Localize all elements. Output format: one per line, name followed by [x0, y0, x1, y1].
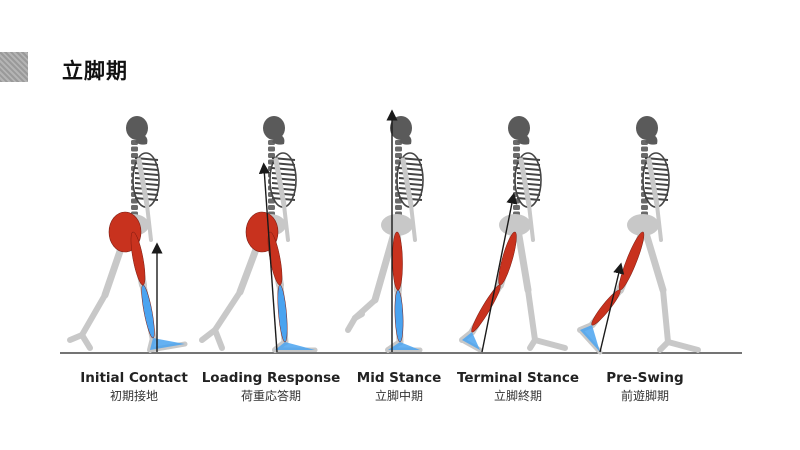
phase-name-jp: 立脚中期: [374, 389, 424, 403]
phase-label-initial-contact: Initial Contact 初期接地: [80, 370, 188, 404]
figure-pre-swing: [577, 116, 701, 355]
figure-loading-response: [199, 116, 318, 353]
phase-name-en: Initial Contact: [80, 370, 188, 386]
phase-label-loading-response: Loading Response 荷重応答期: [202, 370, 341, 404]
skull: [636, 116, 658, 140]
figure-initial-contact: [67, 116, 188, 353]
phase-name-jp: 荷重応答期: [240, 389, 301, 403]
phase-name-jp: 前遊脚期: [620, 389, 670, 403]
phase-name-jp: 立脚終期: [493, 389, 542, 403]
skull: [508, 116, 530, 140]
skull: [390, 116, 412, 140]
phase-name-jp: 初期接地: [109, 389, 158, 403]
phase-name-en: Terminal Stance: [456, 370, 580, 386]
phase-label-mid-stance: Mid Stance 立脚中期: [357, 370, 441, 404]
phase-label-pre-swing: Pre-Swing 前遊脚期: [606, 370, 683, 404]
ground-reaction-force-arrow: [258, 162, 278, 353]
figure-terminal-stance: [459, 116, 568, 353]
skull: [126, 116, 148, 140]
slide-section-tab: [0, 52, 28, 82]
phase-name-en: Pre-Swing: [606, 370, 684, 386]
figure-mid-stance: [345, 109, 424, 353]
phase-name-en: Mid Stance: [356, 370, 442, 386]
ground-reaction-force-arrow: [481, 192, 518, 353]
skull: [263, 116, 285, 140]
phase-label-terminal-stance: Terminal Stance 立脚終期: [457, 370, 579, 404]
phase-name-en: Loading Response: [201, 370, 341, 386]
ground-reaction-force-arrow: [599, 262, 625, 353]
slide-title: 立脚期: [62, 59, 128, 83]
